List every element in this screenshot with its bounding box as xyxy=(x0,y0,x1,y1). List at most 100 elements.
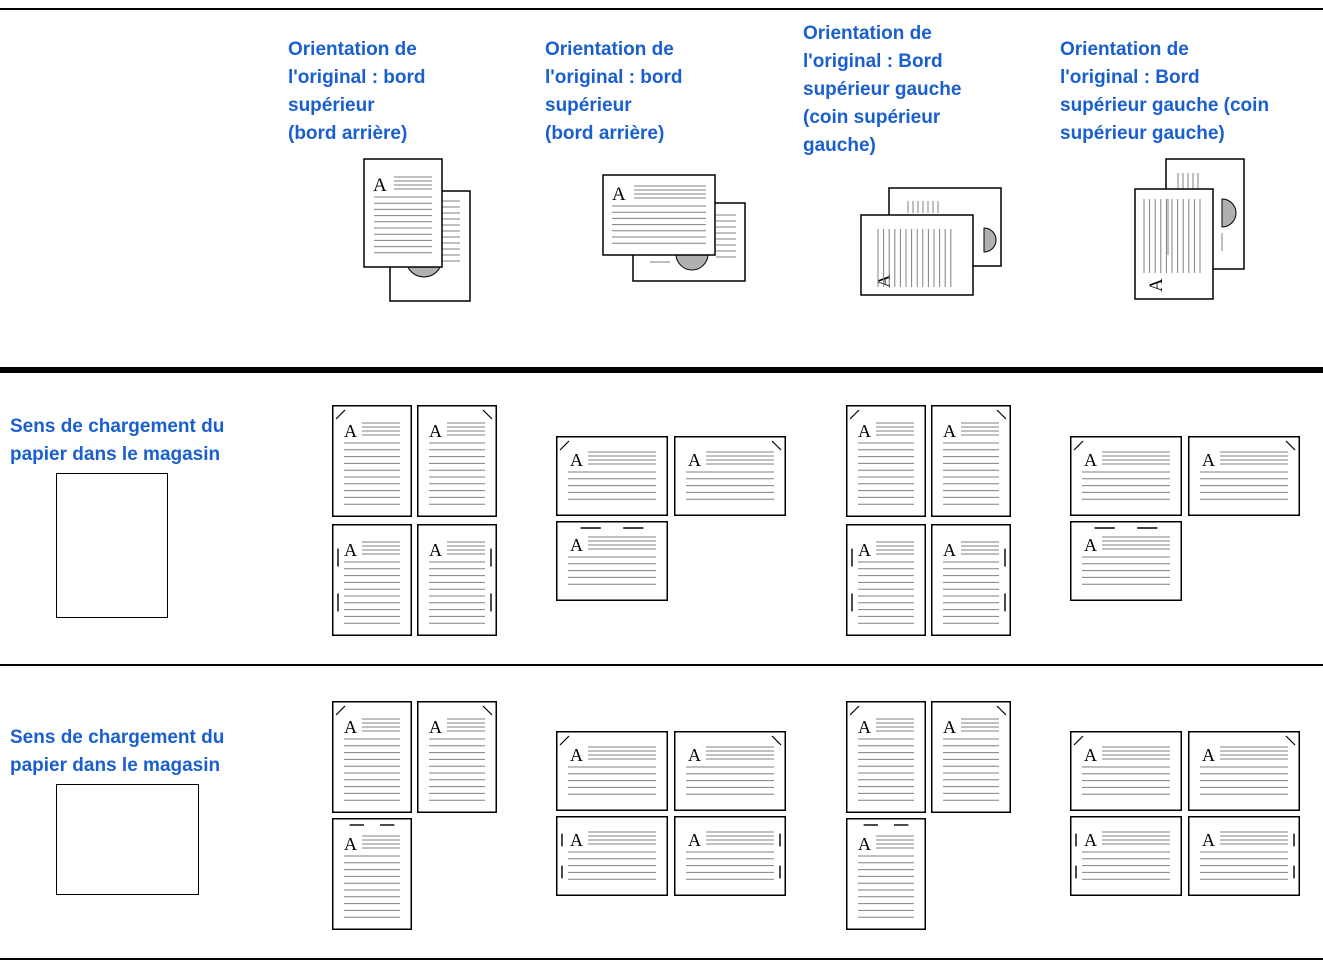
staple-mark xyxy=(771,440,782,451)
staple-mark xyxy=(1285,735,1296,746)
result-page: A xyxy=(1188,436,1300,516)
page-letter: A xyxy=(570,830,583,850)
page-outline xyxy=(1070,816,1182,896)
result-page: A xyxy=(931,524,1011,636)
result-page: A xyxy=(1070,816,1182,896)
page-outline xyxy=(1070,436,1182,516)
page-letter: A xyxy=(688,745,701,765)
staple-mark xyxy=(559,440,570,451)
page-letter: A xyxy=(570,745,583,765)
column-heading-3: Orientation de l'original : Bord supérie… xyxy=(803,23,962,156)
staple-mark xyxy=(1285,440,1296,451)
page-letter: A xyxy=(858,834,871,854)
page-letter: A xyxy=(858,421,871,441)
result-page: A xyxy=(417,405,497,517)
page-letter: A xyxy=(688,830,701,850)
page-letter: A xyxy=(344,834,357,854)
page-letter: A xyxy=(1202,745,1215,765)
result-page: A xyxy=(674,436,786,516)
result-page: A xyxy=(674,731,786,811)
page-letter: A xyxy=(612,184,626,205)
original-landscape-3-icon: A xyxy=(860,187,1002,296)
page-letter: A xyxy=(943,421,956,441)
page-letter: A xyxy=(1202,450,1215,470)
page-letter: A xyxy=(344,421,357,441)
result-page: A xyxy=(556,436,668,516)
original-portrait-4-icon: A xyxy=(1134,158,1245,300)
column-heading-1: Orientation de l'original : bord supérie… xyxy=(288,39,426,144)
staple-mark xyxy=(996,705,1007,716)
page-letter: A xyxy=(429,540,442,560)
staple-mark xyxy=(559,735,570,746)
result-page: A xyxy=(332,818,412,930)
original-landscape-2-icon: A xyxy=(602,174,746,282)
result-page: A xyxy=(1188,816,1300,896)
page-outline xyxy=(556,816,668,896)
result-page: A xyxy=(1070,731,1182,811)
page-letter: A xyxy=(429,717,442,737)
result-page: A xyxy=(332,524,412,636)
row-label-portrait-tray: Sens de chargement du papier dans le mag… xyxy=(10,416,225,465)
result-page: A xyxy=(846,405,926,517)
page-letter: A xyxy=(943,540,956,560)
staple-mark xyxy=(849,705,860,716)
page-outline xyxy=(1070,521,1182,601)
page-letter: A xyxy=(570,535,583,555)
result-page: A xyxy=(846,818,926,930)
result-page: A xyxy=(846,701,926,813)
page-letter: A xyxy=(858,717,871,737)
page-letter: A xyxy=(1084,745,1097,765)
staple-mark xyxy=(335,409,346,420)
page-letter: A xyxy=(373,175,387,196)
page-letter: A xyxy=(1084,830,1097,850)
result-page: A xyxy=(556,521,668,601)
page-letter: A xyxy=(688,450,701,470)
staple-mark xyxy=(1073,440,1084,451)
punch-hole-icon xyxy=(675,253,709,271)
staple-mark xyxy=(482,705,493,716)
page-letter: A xyxy=(429,421,442,441)
result-page: A xyxy=(1070,436,1182,516)
page-letter: A xyxy=(570,450,583,470)
page-outline xyxy=(1188,731,1300,811)
page-letter: A xyxy=(943,717,956,737)
staple-mark xyxy=(771,735,782,746)
page-outline xyxy=(556,731,668,811)
result-page: A xyxy=(417,701,497,813)
page-letter: A xyxy=(1084,450,1097,470)
page-outline xyxy=(674,436,786,516)
result-page: A xyxy=(417,524,497,636)
page-outline xyxy=(674,731,786,811)
page-outline xyxy=(674,816,786,896)
middle-rule xyxy=(0,664,1323,666)
result-page: A xyxy=(556,731,668,811)
staple-mark xyxy=(1073,735,1084,746)
result-page: A xyxy=(332,701,412,813)
page-letter: A xyxy=(1202,830,1215,850)
page-outline xyxy=(1070,731,1182,811)
staple-mark xyxy=(335,705,346,716)
thick-rule xyxy=(0,367,1323,373)
page-letter: A xyxy=(1084,535,1097,555)
page-letter: A xyxy=(874,274,895,288)
result-page: A xyxy=(931,701,1011,813)
tray-landscape-box xyxy=(56,784,199,895)
punch-hole-icon xyxy=(1221,198,1237,228)
result-page: A xyxy=(846,524,926,636)
column-heading-2: Orientation de l'original : bord supérie… xyxy=(545,39,683,144)
staple-mark xyxy=(996,409,1007,420)
result-page: A xyxy=(1070,521,1182,601)
punch-hole-icon xyxy=(983,227,997,253)
staple-mark xyxy=(482,409,493,420)
column-heading-4: Orientation de l'original : Bord supérie… xyxy=(1060,39,1270,144)
front-page xyxy=(602,174,716,256)
result-page: A xyxy=(1188,731,1300,811)
page-outline xyxy=(1188,436,1300,516)
staple-mark xyxy=(849,409,860,420)
original-portrait-1-icon: A xyxy=(363,158,471,302)
page-letter: A xyxy=(1146,278,1167,292)
row-label-landscape-tray: Sens de chargement du papier dans le mag… xyxy=(10,727,225,776)
tray-portrait-box xyxy=(56,473,168,618)
result-page: A xyxy=(674,816,786,896)
bottom-rule xyxy=(0,958,1323,960)
